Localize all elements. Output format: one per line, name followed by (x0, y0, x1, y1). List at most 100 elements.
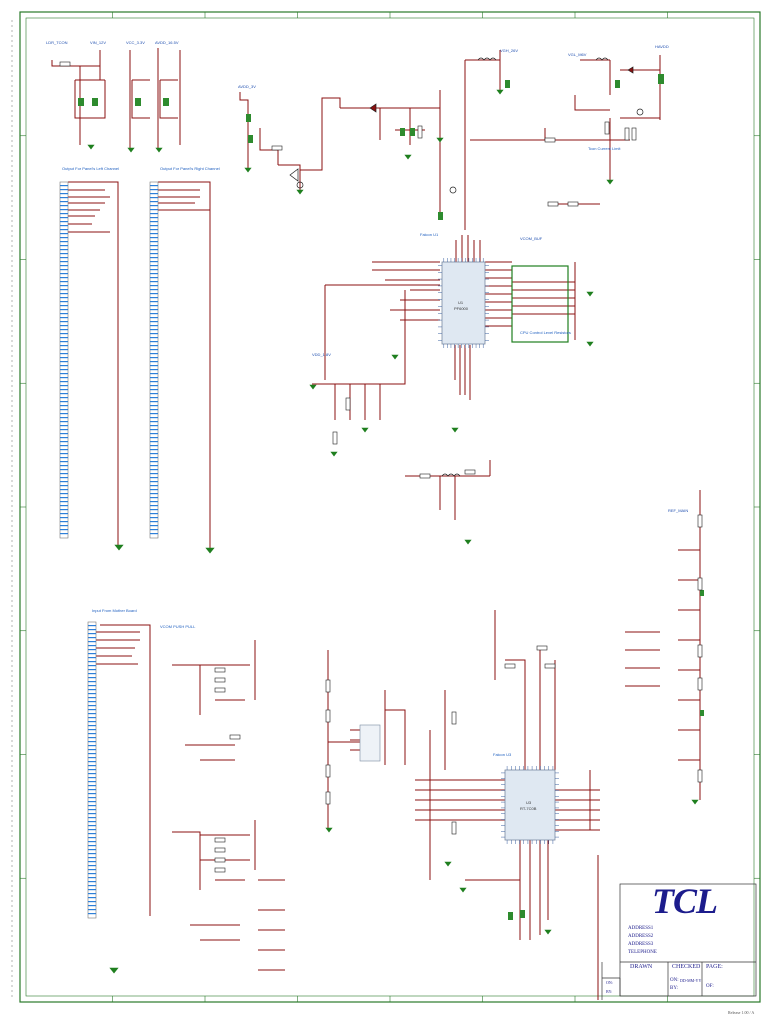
connector-pin (150, 445, 158, 447)
connector-pin (88, 861, 96, 863)
connector-pin (150, 413, 158, 415)
connector-pin (60, 229, 68, 231)
connector-pin (150, 501, 158, 503)
connector-pin (60, 417, 68, 419)
date-value: DD-MM-YY (680, 978, 702, 983)
connector-pin (60, 381, 68, 383)
connector-pin (60, 217, 68, 219)
connector-pin (150, 313, 158, 315)
connector-pin (60, 465, 68, 467)
connector-pin (88, 669, 96, 671)
connector-pin (88, 709, 96, 711)
connector-pin (150, 241, 158, 243)
connector-pin (60, 473, 68, 475)
connector-pin (150, 261, 158, 263)
connector-pin (88, 701, 96, 703)
left-on-label: ON: (606, 980, 613, 985)
connector-pin (150, 437, 158, 439)
connector-pin (150, 217, 158, 219)
connector-pin (60, 529, 68, 531)
connector-pin (150, 229, 158, 231)
connector-pin (88, 685, 96, 687)
connector-pin (150, 433, 158, 435)
connector-pin (150, 337, 158, 339)
misc-parts (289, 57, 644, 477)
connector-pin (150, 421, 158, 423)
connector-pin (60, 293, 68, 295)
connector-pin (60, 261, 68, 263)
connector-pin (60, 337, 68, 339)
revision-label: Release 1.00 / A (728, 1010, 755, 1015)
connector-pin (60, 273, 68, 275)
connector-pin (150, 489, 158, 491)
connector-pin (88, 689, 96, 691)
connector-pin (88, 657, 96, 659)
telephone-line: TELEPHONE (628, 950, 657, 955)
connector-pin (60, 477, 68, 479)
connector-pin (60, 525, 68, 527)
net-label-vcom: VCOM_BUF (520, 236, 543, 241)
by-label: BY: (670, 986, 678, 991)
connector-pin (60, 461, 68, 463)
connector-pin (60, 197, 68, 199)
connector-pin (150, 429, 158, 431)
connector-pin (88, 793, 96, 795)
connector-pin (88, 785, 96, 787)
connector-pin (60, 369, 68, 371)
connector-pin (150, 357, 158, 359)
connector-pin (150, 257, 158, 259)
connector-pin (60, 321, 68, 323)
connector-pin (150, 225, 158, 227)
connector-pin (88, 849, 96, 851)
connector-pin (88, 693, 96, 695)
chip-u3-label: U3 (526, 800, 532, 805)
connector-pin (60, 409, 68, 411)
connector-pin (150, 377, 158, 379)
connector-pin (88, 857, 96, 859)
connector-pin (60, 241, 68, 243)
on-label: ON: (670, 978, 679, 983)
connector-pin (60, 373, 68, 375)
frame-ticks (19, 11, 760, 1002)
company-logo: TCL (652, 881, 718, 921)
connector-pin (60, 345, 68, 347)
resistors (59, 61, 703, 873)
connector-pin (60, 301, 68, 303)
connector-pin (150, 513, 158, 515)
connector-pin (150, 397, 158, 399)
connector-pin (88, 781, 96, 783)
connector-pin (88, 717, 96, 719)
connector-pin (150, 361, 158, 363)
connector-pin (88, 801, 96, 803)
connector-pin (88, 729, 96, 731)
net-label-vgh: VGH_26V (500, 48, 519, 53)
connector-pin (60, 401, 68, 403)
connector-pin (60, 445, 68, 447)
left-channel-title: Output For Panel's Left Channel (62, 166, 120, 171)
connector-pin (60, 521, 68, 523)
connector-pin (60, 361, 68, 363)
connector-pin (88, 905, 96, 907)
connector-pin (60, 353, 68, 355)
connector-pin (150, 193, 158, 195)
connector-pin (150, 265, 158, 267)
connector-pin (88, 673, 96, 675)
connector-pin (60, 425, 68, 427)
inner-frame (25, 17, 755, 997)
connector-pin (60, 209, 68, 211)
connector-pin (88, 713, 96, 715)
connector-pin (60, 317, 68, 319)
connector-pin (150, 325, 158, 327)
net-label-avdd: AVDD_16.5V (155, 40, 179, 45)
connector-pin (88, 873, 96, 875)
connector-pin (88, 817, 96, 819)
connector-pin (60, 509, 68, 511)
connector-pin (150, 245, 158, 247)
connector-pin (150, 249, 158, 251)
connector-pin (150, 269, 158, 271)
connector-pin (150, 457, 158, 459)
connector-pin (150, 277, 158, 279)
connector-pin (88, 773, 96, 775)
connector-pin (88, 885, 96, 887)
